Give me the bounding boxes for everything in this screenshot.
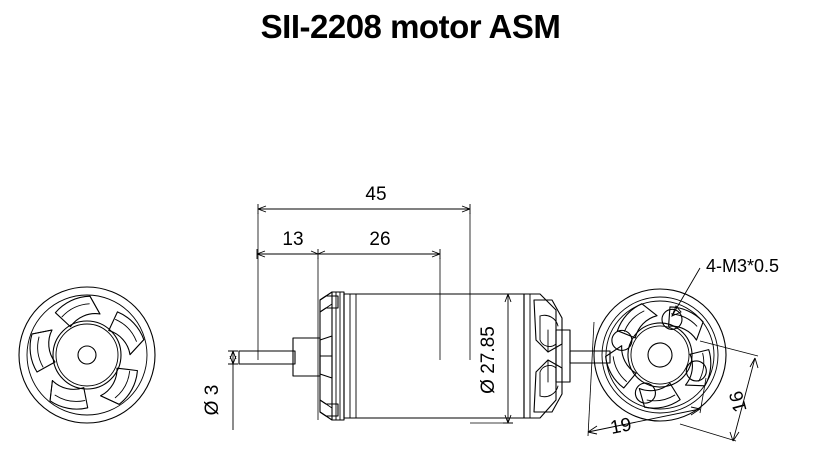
dimension-mount-width <box>587 321 707 437</box>
dimension-overall-length <box>257 204 471 360</box>
output-shaft <box>238 350 296 365</box>
mount-hole-2 <box>685 360 707 382</box>
dimension-label-overall-length: 45 <box>365 184 386 205</box>
bell-front-flange <box>319 291 345 421</box>
dimension-label-body-diameter: Ø 27.85 <box>478 326 499 394</box>
dimension-shaft-and-body <box>256 249 441 420</box>
mount-hole-3 <box>634 382 656 404</box>
left-end-view <box>18 286 156 424</box>
rear-shaft-stub <box>569 350 611 364</box>
mount-hole-4 <box>611 329 633 351</box>
rear-mount-plate <box>523 293 571 419</box>
dimension-label-shaft-length: 13 <box>282 229 303 250</box>
right-end-view <box>593 288 727 422</box>
dimension-mount-height <box>679 340 759 442</box>
dimension-body-diameter <box>470 293 513 424</box>
dimension-shaft-diameter <box>228 350 268 430</box>
dimension-label-body-length: 26 <box>369 229 390 250</box>
dimension-label-shaft-diameter: Ø 3 <box>202 385 223 416</box>
dimension-label-mount-height: 16 <box>726 388 752 414</box>
page-title: SII-2208 motor ASM <box>260 8 561 45</box>
side-section-view <box>238 291 611 421</box>
thread-callout-leader <box>671 267 701 317</box>
note-thread-callout: 4-M3*0.5 <box>706 256 779 276</box>
dimension-label-mount-width: 19 <box>609 414 634 439</box>
rear-vent-slots <box>605 303 712 409</box>
vent-slots <box>29 295 145 410</box>
